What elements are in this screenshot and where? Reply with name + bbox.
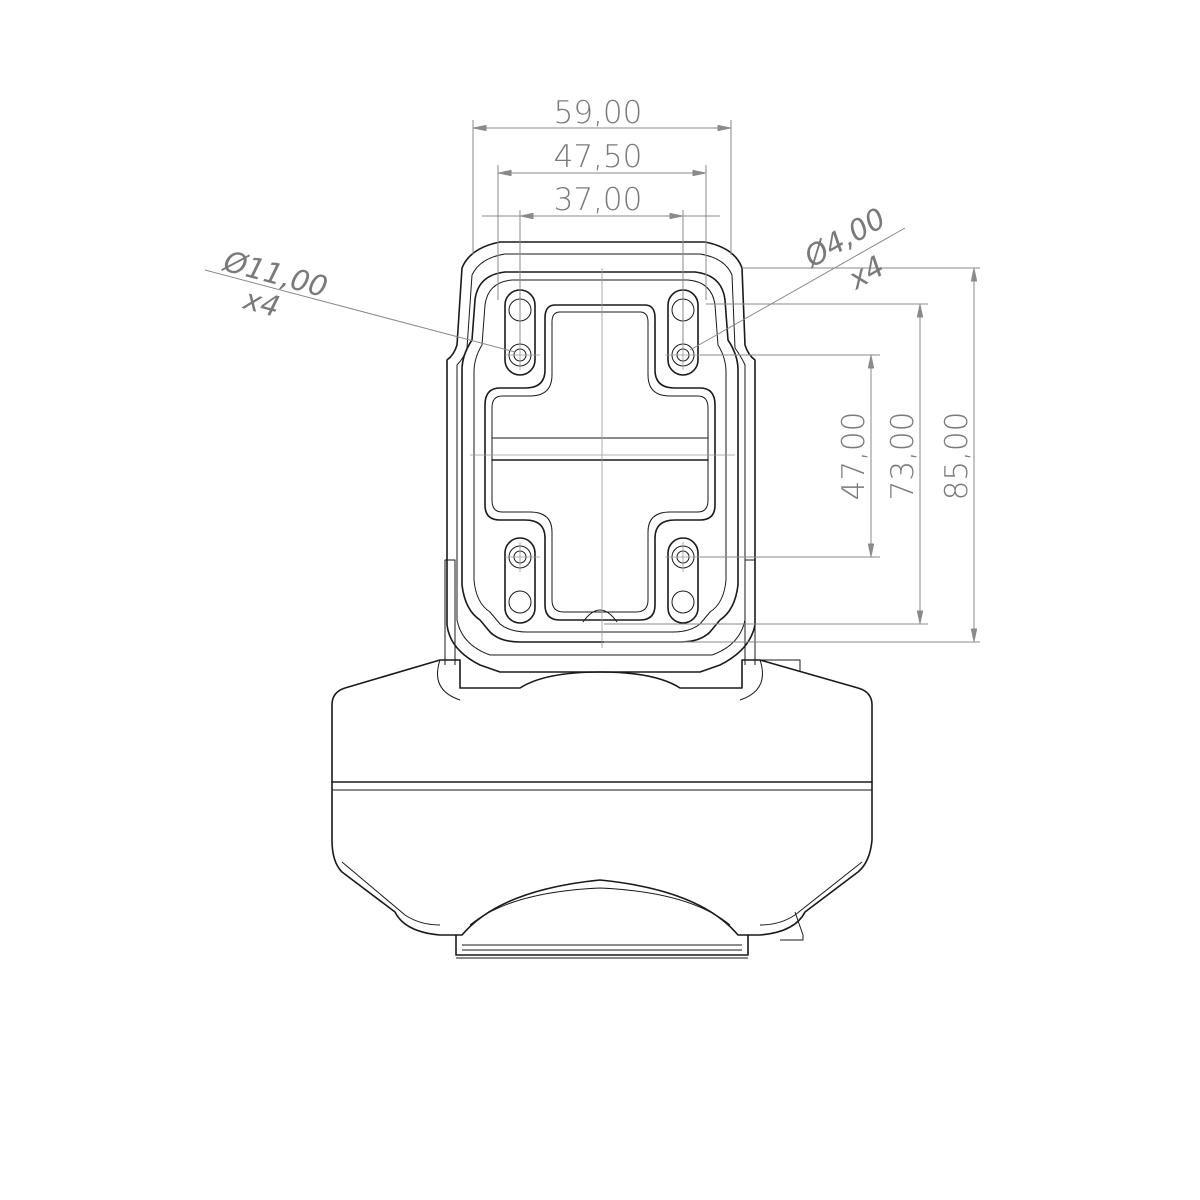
callout-large-hole: Ø11,00 x4 <box>204 244 516 353</box>
dim-width-outer: 59,00 <box>554 95 643 131</box>
dim-height-mid: 73,00 <box>885 412 921 501</box>
dim-width-inner: 37,00 <box>554 182 643 218</box>
dim-height-inner: 47,00 <box>836 412 872 501</box>
plate-inner <box>461 271 739 643</box>
vertical-dimensions: 47,00 73,00 85,00 <box>604 267 980 643</box>
callout-small-count: x4 <box>842 249 891 297</box>
base-housing <box>331 659 873 936</box>
horizontal-dimensions: 59,00 47,50 37,00 <box>472 95 732 345</box>
plate-outer-shell <box>446 241 756 673</box>
callout-small-hole: Ø4,00 x4 <box>689 201 906 351</box>
dim-height-outer: 85,00 <box>939 412 975 501</box>
cross-recess <box>484 304 716 621</box>
dim-width-mid: 47,50 <box>554 139 643 175</box>
mount-plate <box>446 241 756 673</box>
mount-body <box>331 559 873 959</box>
center-lines <box>470 268 735 648</box>
